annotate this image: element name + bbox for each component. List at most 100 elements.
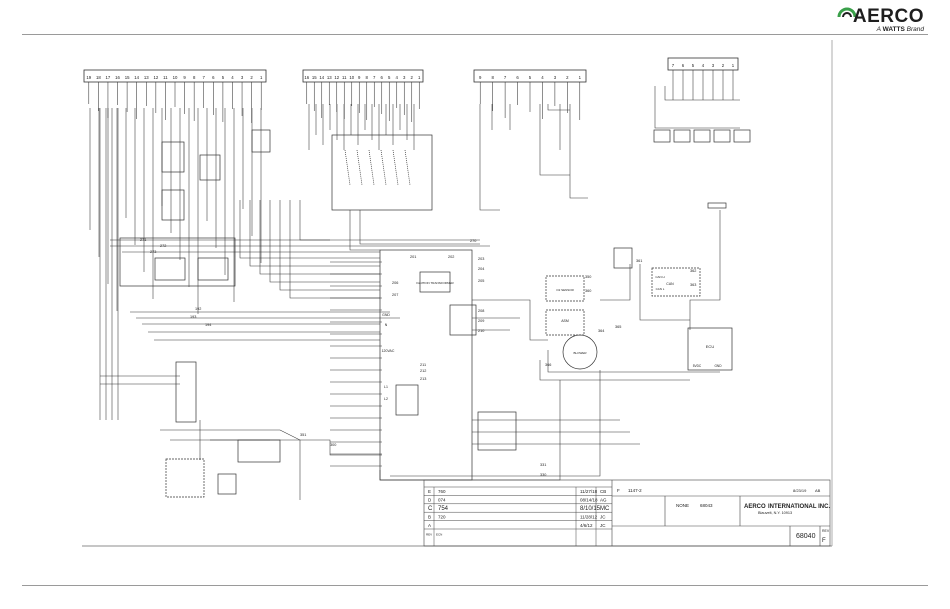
aerco-swoosh-icon — [837, 7, 857, 18]
terminal-label: 15 — [125, 75, 130, 80]
terminal-label: 12 — [334, 75, 339, 80]
revision-date: 11/27/18 — [580, 489, 598, 494]
terminal-label: 8 — [366, 75, 369, 80]
flame-switch-1 — [161, 141, 185, 173]
wire — [539, 360, 690, 381]
terminal-label: 10 — [173, 75, 178, 80]
terminal-label: 6 — [516, 75, 519, 80]
terminal-label: 11 — [342, 75, 347, 80]
tagline-brand: WATTS — [882, 26, 905, 33]
rev-f-by: AB — [815, 488, 821, 493]
gas-valve-module — [477, 411, 517, 451]
wire-number: 350 — [585, 275, 591, 279]
wire-number: 272 — [160, 244, 166, 248]
page-header: AERCO A WATTS Brand — [0, 0, 950, 40]
terminal-label: 1 — [418, 75, 421, 80]
revision-by: JC — [600, 514, 606, 519]
terminal-label: 14 — [134, 75, 139, 80]
fuse-block — [395, 384, 419, 416]
rev-f-ecn: 1147-2 — [628, 488, 642, 493]
terminal-label: 2 — [250, 75, 253, 80]
tagline-suffix: Brand — [906, 26, 924, 33]
revision-by: MC — [600, 506, 610, 512]
terminal-label: 3 — [554, 75, 557, 80]
label-gnd: GND — [382, 313, 390, 317]
wire-number: 209 — [478, 319, 484, 323]
blower-relay — [449, 304, 477, 336]
label-n: N — [385, 323, 388, 327]
relay-panel — [331, 134, 433, 211]
wire — [239, 200, 380, 259]
terminal-label: 7 — [373, 75, 376, 80]
wiring-lines — [88, 70, 740, 500]
terminal-plug — [673, 129, 691, 143]
wire-number: 208 — [478, 309, 484, 313]
revision-rev: C — [428, 506, 433, 512]
wire-number: 206 — [392, 281, 398, 285]
fuse-link — [707, 202, 727, 209]
scale-value: NONE — [676, 503, 689, 508]
revision-rev: E — [428, 489, 431, 494]
terminal-label: 5 — [388, 75, 391, 80]
wire — [349, 210, 380, 251]
terminal-label: 7 — [672, 63, 675, 68]
wire-number: 270 — [470, 239, 476, 243]
wire-number: 202 — [448, 255, 454, 259]
wire-number: 351 — [300, 433, 306, 437]
wire-number: 273 — [150, 250, 156, 254]
interlock-board — [119, 237, 236, 287]
revision-rev: A — [428, 523, 431, 528]
terminal-label: 5 — [222, 75, 225, 80]
revision-by: AG — [600, 498, 607, 503]
revision-date: 08/14/18 — [580, 498, 598, 503]
sheet-rev-label: REV — [822, 529, 830, 533]
label-l2: L2 — [384, 397, 388, 401]
terminal-label: 3 — [241, 75, 244, 80]
rev-f-rev: F — [617, 488, 620, 493]
wire — [249, 200, 380, 267]
wire — [689, 210, 721, 330]
wire-number: 204 — [478, 267, 484, 271]
wire-number: 363 — [690, 283, 696, 287]
ignitor-box — [165, 458, 205, 498]
ignitor-relay — [237, 439, 281, 463]
terminal-label: 1 — [732, 63, 735, 68]
can-box — [651, 267, 701, 297]
revision-date: 8/10/15 — [580, 506, 601, 512]
company-address: Blauvelt, N.Y. 10913 — [758, 511, 792, 515]
terminal-label: 15 — [312, 75, 317, 80]
ecn-col-header: ECN — [436, 532, 442, 536]
title-block — [423, 479, 831, 547]
wire-number: 192 — [195, 307, 201, 311]
relay-contact — [392, 149, 399, 186]
ecu-box — [687, 327, 733, 371]
aerco-logo: AERCO A WATTS Brand — [853, 6, 924, 33]
label-l1: L1 — [384, 385, 388, 389]
terminal-label: 3 — [712, 63, 715, 68]
wire-number: 365 — [615, 325, 621, 329]
wire-number: 201 — [410, 255, 416, 259]
terminal-label: 7 — [203, 75, 206, 80]
title-text: F 1147-2 8/23/19 AB NONE 68043 AERCO INT… — [617, 488, 830, 544]
wire — [379, 380, 561, 481]
terminal-plug — [653, 129, 671, 143]
wire-number: 330 — [540, 473, 546, 477]
relay-contact — [404, 149, 411, 186]
company-short: AERCO — [744, 504, 766, 510]
terminal-label: 2 — [566, 75, 569, 80]
terminal-label: 8 — [491, 75, 494, 80]
wire — [547, 350, 720, 373]
wire — [359, 210, 480, 245]
wire — [600, 264, 631, 301]
relay-contact — [344, 149, 351, 186]
company-name: INTERNATIONAL INC. — [768, 504, 830, 510]
terminal-label: 2 — [411, 75, 414, 80]
relay-contact — [368, 149, 375, 186]
wire-number: 211 — [420, 363, 426, 367]
terminal-label: 16 — [304, 75, 309, 80]
revision-ecn: 074 — [438, 498, 446, 503]
